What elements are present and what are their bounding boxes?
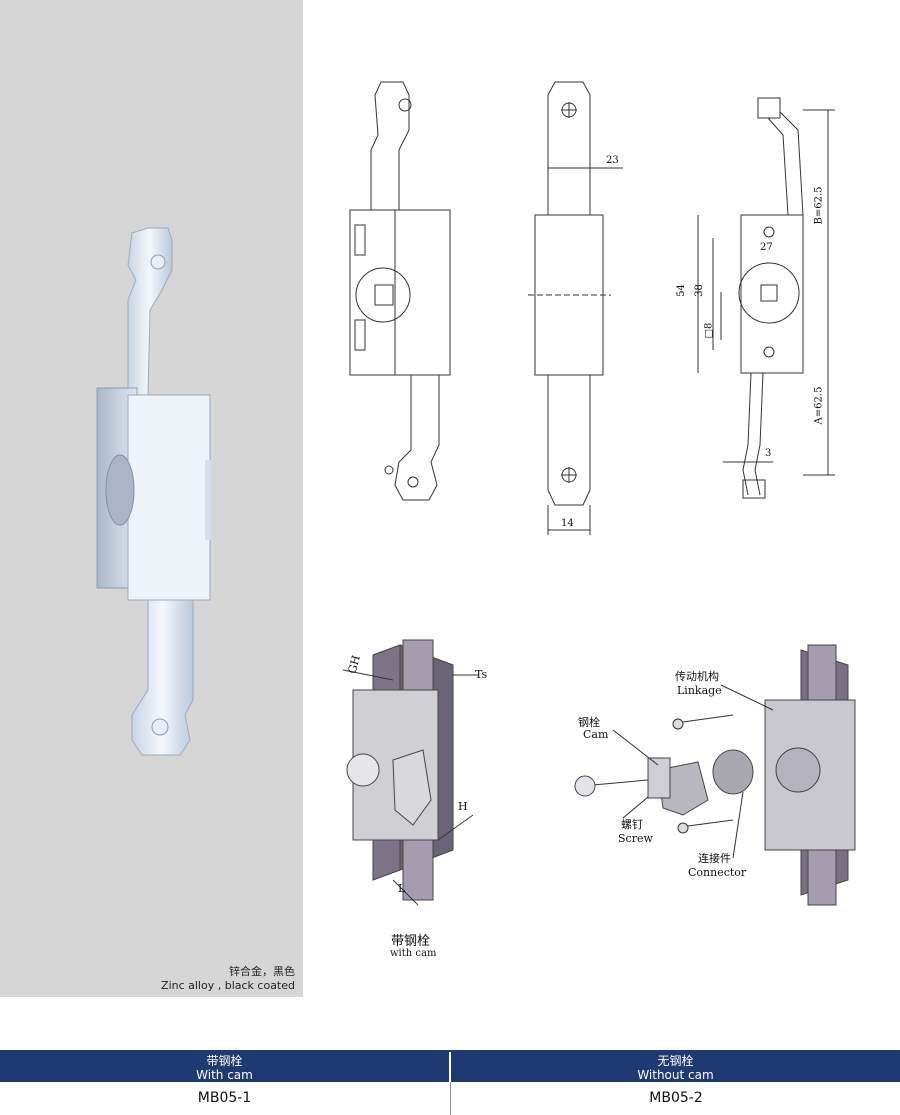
- label-screw-chinese: 螺钉: [621, 818, 643, 831]
- label-connector-english: Connector: [688, 866, 747, 879]
- dimension-14: 14: [561, 518, 574, 529]
- product-photo: [96, 227, 211, 756]
- model-mb05-2: MB05-2: [450, 1082, 900, 1115]
- dimension-a: A=62.5: [813, 386, 825, 425]
- label-linkage-chinese: 传动机构: [675, 670, 719, 683]
- label-ts: Ts: [475, 668, 488, 681]
- front-view-drawing: [528, 81, 623, 535]
- header-with-cam-chinese: 带钢栓: [206, 1054, 243, 1068]
- assembly-caption-chinese: 带钢栓: [391, 934, 431, 949]
- label-l: L: [398, 882, 406, 895]
- model-mb05-1: MB05-1: [197, 1090, 252, 1106]
- dimension-23: 23: [606, 155, 619, 166]
- dimension-27: 27: [760, 242, 773, 253]
- product-photo-panel: 锌合金，黑色 Zinc alloy , black coated: [0, 0, 303, 997]
- dimension-3: 3: [765, 448, 772, 459]
- table-header-without-cam: 无钢栓 Without cam: [451, 1052, 900, 1082]
- header-with-cam-english: With cam: [196, 1068, 253, 1082]
- dimension-54: 54: [675, 284, 687, 297]
- header-without-cam-english: Without cam: [637, 1068, 714, 1082]
- dimension-38: 38: [693, 284, 705, 297]
- photo-caption: 锌合金，黑色 Zinc alloy , black coated: [0, 965, 303, 993]
- label-h: H: [458, 800, 468, 813]
- dimension-b: B=62.5: [813, 186, 825, 225]
- header-without-cam-chinese: 无钢栓: [657, 1054, 694, 1068]
- orthographic-views: [342, 81, 856, 906]
- label-connector-chinese: 连接件: [698, 852, 731, 865]
- dimension-square-8: □8: [703, 322, 715, 339]
- technical-drawing-area: 23 14 27 54 38 □8 B=62.5 A=62.5 3 GH Ts …: [303, 0, 900, 997]
- model-spec-table: 带钢栓 With cam 无钢栓 Without cam MB05-1 MB05…: [0, 1052, 900, 1115]
- label-cam-english: Cam: [583, 728, 609, 741]
- label-linkage-english: Linkage: [677, 684, 722, 697]
- caption-english: Zinc alloy , black coated: [161, 979, 295, 992]
- exploded-assembly-drawing: [574, 644, 856, 906]
- caption-chinese: 锌合金，黑色: [229, 965, 295, 978]
- side-view-drawing: [349, 81, 451, 501]
- back-view-drawing: [697, 97, 835, 499]
- label-cam-chinese: 钢栓: [578, 716, 600, 729]
- table-header-with-cam: 带钢栓 With cam: [0, 1052, 449, 1082]
- assembly-caption-english: with cam: [390, 948, 437, 959]
- table-divider: [0, 1050, 900, 1052]
- assembly-with-cam-drawing: [342, 639, 478, 906]
- label-screw-english: Screw: [618, 832, 653, 845]
